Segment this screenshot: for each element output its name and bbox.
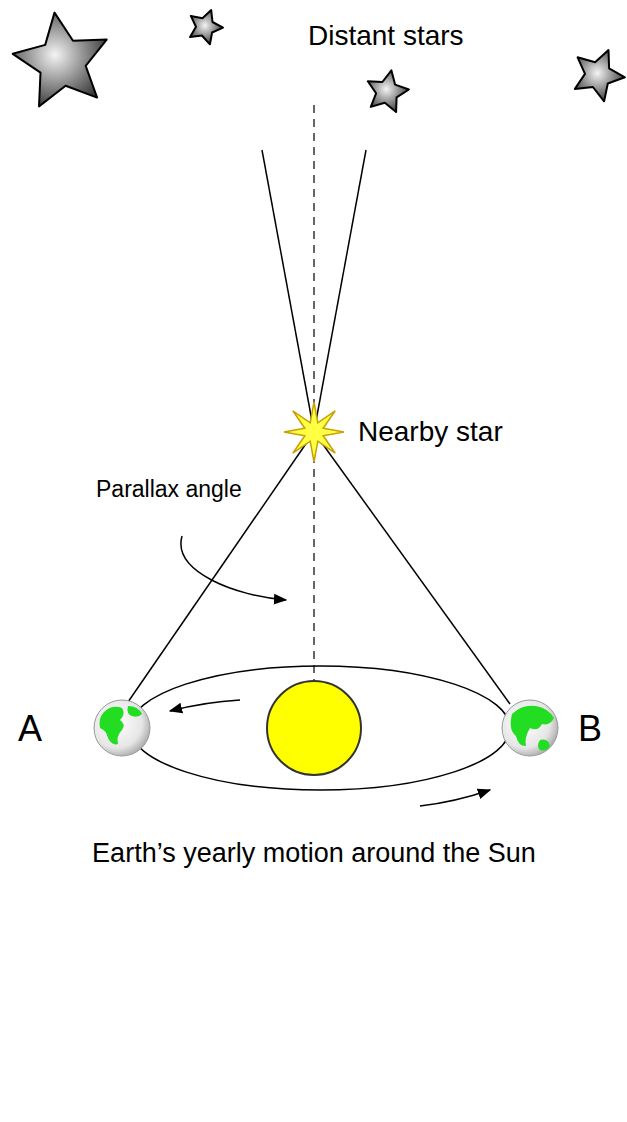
leader-arrow (181, 536, 286, 600)
distant-star (575, 50, 625, 101)
earth (502, 700, 558, 756)
position-label: A (18, 708, 42, 749)
earth-orbit (130, 666, 510, 790)
sight-line (314, 432, 510, 704)
distant-star (13, 13, 107, 107)
center-dashed-line (313, 105, 315, 681)
star-label: Nearby star (358, 416, 503, 448)
sight-line (128, 432, 314, 702)
star-group-label: Distant stars (308, 20, 464, 52)
earth (94, 700, 150, 756)
position-label: B (578, 708, 602, 749)
angle-label: Parallax angle (96, 476, 242, 502)
sun (267, 681, 361, 775)
sight-line (314, 150, 366, 432)
nearby-star (284, 402, 344, 462)
distant-star (368, 70, 409, 112)
orbit-direction-arrow (170, 700, 240, 711)
caption-label: Earth’s yearly motion around the Sun (92, 838, 536, 869)
sight-line (262, 150, 314, 432)
distant-stars (13, 10, 625, 112)
distant-star (190, 10, 223, 44)
orbit-direction-arrow (420, 790, 490, 806)
